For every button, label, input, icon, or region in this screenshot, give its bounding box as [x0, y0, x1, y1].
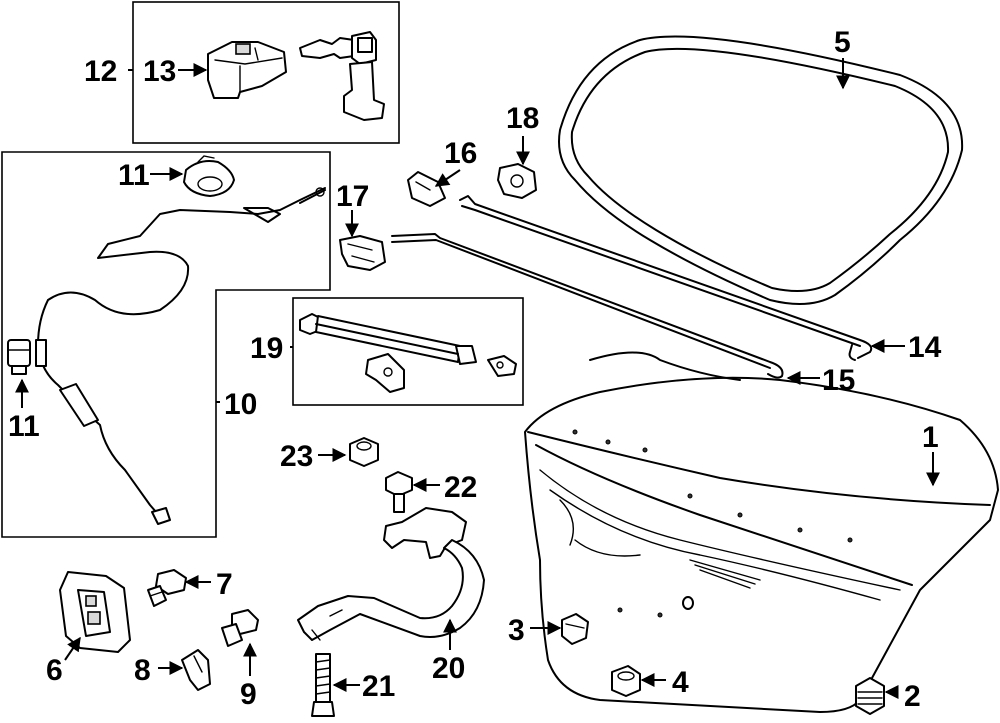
- callout-6: 6: [46, 654, 63, 687]
- lift-support-ball-stud: [487, 355, 517, 377]
- lift-support-group-box: [292, 297, 524, 406]
- rod-clip: [339, 235, 386, 271]
- callout-15: 15: [822, 364, 855, 397]
- callout-11-side: 11: [8, 410, 40, 443]
- callout-20: 20: [432, 652, 465, 685]
- bumper-2: [855, 677, 885, 715]
- bumper-3: [561, 613, 589, 645]
- release-handle-11: [183, 155, 235, 197]
- bolt-9: [221, 609, 259, 647]
- bolt-22: [385, 471, 413, 513]
- callout-8: 8: [134, 654, 151, 687]
- callout-23: 23: [280, 440, 313, 473]
- callout-10: 10: [224, 388, 257, 421]
- clip-8: [181, 649, 211, 691]
- bolt-7: [147, 569, 187, 607]
- callout-21: 21: [362, 670, 395, 703]
- callout-4: 4: [672, 666, 689, 699]
- grommet-4: [611, 665, 641, 697]
- lock-cylinder-housing: [207, 41, 287, 99]
- callout-1: 1: [922, 421, 939, 454]
- torsion-rod-15: [391, 233, 784, 379]
- callout-9: 9: [240, 678, 257, 711]
- bolt-21: [311, 653, 335, 717]
- rod-bracket: [407, 171, 446, 207]
- callout-13: 13: [143, 55, 176, 88]
- lift-support-bracket: [365, 353, 405, 393]
- callout-19: 19: [250, 332, 283, 365]
- release-cable-group-box: [1, 151, 331, 538]
- trunk-hinge: [297, 507, 485, 641]
- callout-18: 18: [506, 102, 539, 135]
- callout-14: 14: [908, 331, 942, 364]
- torsion-rod-14: [459, 195, 873, 361]
- trunk-lid: [524, 351, 999, 713]
- weatherstrip: [558, 35, 964, 305]
- callout-2: 2: [904, 680, 921, 713]
- callout-22: 22: [444, 471, 477, 504]
- lock-cylinder-group-box: [132, 1, 400, 144]
- callout-17: 17: [336, 180, 369, 213]
- leader-lines: [15, 58, 940, 699]
- bushing-18: [497, 163, 537, 199]
- release-cable: [35, 187, 326, 525]
- connector-11b: [7, 339, 31, 375]
- callout-7: 7: [216, 568, 233, 601]
- key-and-cylinder: [299, 31, 385, 121]
- callout-5: 5: [834, 26, 851, 59]
- callout-16: 16: [444, 137, 477, 170]
- lamp-housing-6: [59, 571, 131, 653]
- callout-11-top: 11: [118, 159, 150, 192]
- callout-3: 3: [508, 614, 525, 647]
- nut-23: [349, 437, 379, 467]
- callout-12: 12: [84, 55, 117, 88]
- lift-support-strut: [299, 313, 477, 365]
